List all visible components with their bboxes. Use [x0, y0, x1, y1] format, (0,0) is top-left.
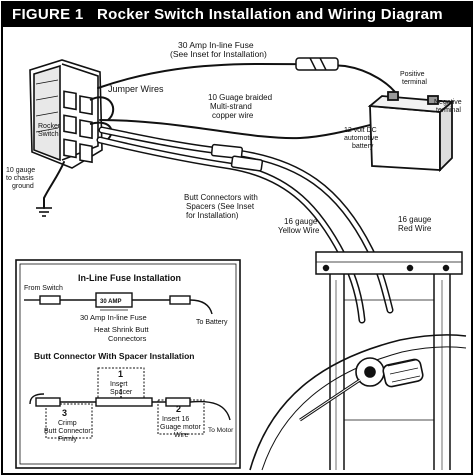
battery-label-3: battery: [352, 143, 374, 150]
ground-label-3: ground: [12, 183, 34, 190]
fuse-note-1: 30 Amp In-line Fuse: [178, 40, 254, 50]
inset-step1-text-1: Insert: [110, 381, 128, 388]
inset-butt-assembly: [29, 384, 231, 421]
window-frame: [249, 251, 467, 471]
copper-wire-label-3: copper wire: [212, 111, 254, 120]
inset-to-battery: To Battery: [196, 319, 228, 326]
butt-connectors: [210, 143, 264, 172]
rocker-switch: [29, 59, 103, 169]
figure-number: FIGURE 1: [12, 6, 84, 23]
window-motor: [299, 357, 424, 422]
ground-label-2: to chasis: [6, 175, 34, 182]
inset-fuse-box-label: 30 AMP: [100, 299, 121, 305]
rocker-label-2: Switch: [38, 131, 59, 138]
ground-icon: [36, 207, 52, 217]
jumper-wires-label: Jumper Wires: [108, 84, 164, 94]
inset-fuse-caption: 30 Amp In-line Fuse: [80, 313, 147, 322]
inset-from-switch: From Switch: [24, 285, 63, 292]
battery-label-2: automotive: [344, 135, 378, 142]
butt-label-3: for Installation): [186, 211, 239, 220]
fuse-wire: [97, 62, 399, 97]
negative-label-1: Negative: [434, 99, 462, 106]
ground-wire: [43, 161, 65, 209]
battery: [367, 91, 455, 173]
inset-fuse-title: In-Line Fuse Installation: [78, 273, 181, 283]
positive-label-2: terminal: [402, 79, 427, 86]
butt-label-2: Spacers (See Inset: [186, 202, 255, 211]
inset-to-motor: To Motor: [208, 427, 234, 434]
inset-step1-text-2: Spacer: [110, 389, 133, 396]
fuse-note-2: (See Inset for Installation): [170, 49, 267, 59]
inset-heat-2: Connectors: [108, 334, 147, 343]
inset-step3-text-1: Crimp: [58, 420, 77, 427]
figure-title: FIGURE 1 Rocker Switch Installation and …: [12, 6, 443, 23]
figure-title-text: Rocker Switch Installation and Wiring Di…: [96, 6, 443, 23]
ground-label-1: 10 gauge: [6, 167, 35, 174]
positive-label-1: Positive: [400, 71, 425, 78]
battery-label-1: 12 volt DC: [344, 127, 377, 134]
butt-label-1: Butt Connectors with: [184, 193, 258, 202]
inset-heat-1: Heat Shrink Butt: [94, 325, 150, 334]
figure-banner: FIGURE 1 Rocker Switch Installation and …: [2, 3, 472, 27]
inset-step3-num: 3: [62, 408, 67, 418]
inset-butt-title: Butt Connector With Spacer Installation: [34, 351, 195, 361]
inset-step1-num: 1: [118, 369, 123, 379]
yellow-wire-label-2: Yellow Wire: [278, 226, 320, 235]
copper-wire-label-1: 10 Guage braided: [208, 93, 272, 102]
copper-wire-label-2: Multi-strand: [210, 102, 252, 111]
inset-fuse-assembly: [24, 292, 213, 315]
yellow-wire-label-1: 16 gauge: [284, 217, 318, 226]
rocker-label-1: Rocker: [38, 123, 61, 130]
inline-fuse: [295, 57, 339, 71]
inset-step2-num: 2: [176, 404, 181, 414]
inset-step2-text-1: Insert 16: [162, 416, 189, 423]
red-wire-label-2: Red Wire: [398, 224, 432, 233]
negative-label-2: terminal: [436, 107, 461, 114]
inset-step3-text-3: Firmly: [58, 436, 78, 443]
inset-step3-text-2: Butt Connector: [44, 428, 91, 435]
motor-wire-lower-core: [98, 138, 364, 322]
inset-step2-text-3: Wire: [174, 432, 188, 439]
red-wire-label-1: 16 gauge: [398, 215, 432, 224]
inset-step2-text-2: Guage motor: [160, 424, 202, 431]
